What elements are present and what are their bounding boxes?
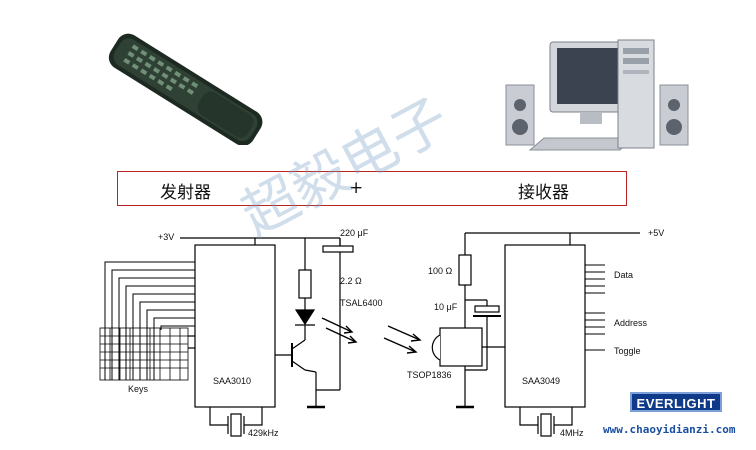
keys-label: Keys bbox=[128, 384, 149, 394]
keypad-matrix bbox=[99, 327, 189, 381]
transmitter-title: 发射器 bbox=[160, 183, 211, 203]
supply-3v-label: +3V bbox=[158, 232, 175, 242]
resistor-100-ohm bbox=[458, 254, 472, 286]
everlight-logo: EVERLIGHT bbox=[630, 392, 722, 412]
sensor-tsop1836-label: TSOP1836 bbox=[407, 370, 452, 380]
crystal-4mhz bbox=[540, 413, 552, 437]
ic-saa3049-body bbox=[504, 244, 586, 408]
website-link[interactable]: www.chaoyidianzi.com bbox=[603, 423, 736, 436]
sensor-tsop1836 bbox=[439, 327, 483, 367]
resistor-2-2-ohm bbox=[298, 269, 312, 299]
title-frame bbox=[117, 171, 627, 206]
ic-saa3049-label: SAA3049 bbox=[522, 376, 561, 386]
receiver-title: 接收器 bbox=[518, 183, 569, 203]
ir-led-tsal6400 bbox=[294, 309, 316, 326]
supply-5v-label: +5V bbox=[648, 228, 665, 238]
capacitor-10uf bbox=[474, 305, 500, 313]
capacitor-10uf-label: 10 μF bbox=[434, 302, 458, 312]
crystal-429khz bbox=[230, 413, 242, 437]
led-tsal6400-label: TSAL6400 bbox=[340, 298, 383, 308]
output-data-label: Data bbox=[614, 270, 634, 280]
desktop-computer-illustration bbox=[500, 30, 700, 155]
crystal-4mhz-label: 4MHz bbox=[560, 428, 584, 438]
ic-saa3010-label: SAA3010 bbox=[213, 376, 252, 386]
resistor-100-label: 100 Ω bbox=[428, 266, 453, 276]
plus-sign: + bbox=[349, 178, 364, 198]
crystal-429khz-label: 429kHz bbox=[248, 428, 279, 438]
output-toggle-label: Toggle bbox=[614, 346, 641, 356]
capacitor-220uf bbox=[322, 245, 354, 253]
resistor-2-2-label: 2.2 Ω bbox=[340, 276, 362, 286]
capacitor-220uf-label: 220 μF bbox=[340, 228, 369, 238]
output-address-label: Address bbox=[614, 318, 648, 328]
remote-control-illustration bbox=[108, 33, 263, 145]
